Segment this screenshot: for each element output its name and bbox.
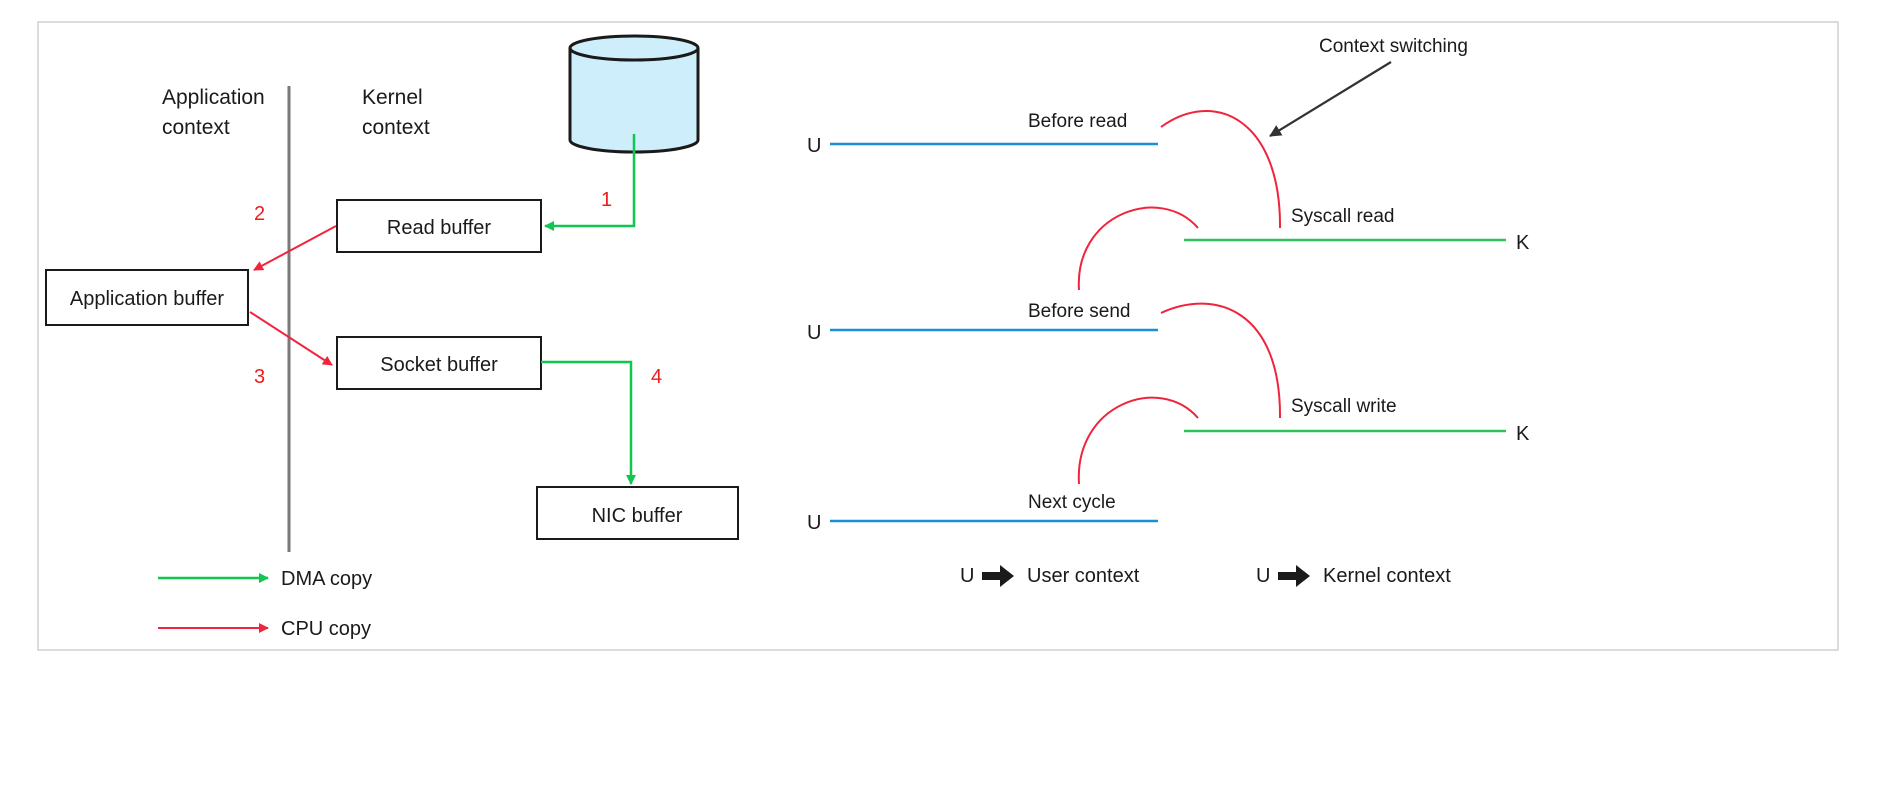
user-legend-label: User context — [1027, 565, 1140, 587]
kernel-legend-label: Kernel context — [1323, 565, 1451, 587]
step-number-2: 2 — [254, 203, 265, 225]
cpu-arrow-application-to-socket — [249, 311, 333, 366]
kernel-marker-1: K — [1516, 232, 1530, 254]
disk-cylinder-icon — [568, 34, 700, 154]
kernel-context-label-line2: context — [362, 116, 430, 139]
user-legend-arrow-icon — [982, 565, 1014, 587]
context-switching-panel: Context switching U Before read U Before… — [807, 36, 1530, 587]
context-switching-label: Context switching — [1319, 36, 1468, 57]
step-number-4: 4 — [651, 366, 662, 388]
dma-arrow-socket-to-nic — [541, 360, 636, 485]
diagram-border — [37, 21, 1839, 651]
nic-buffer-label: NIC buffer — [592, 505, 683, 527]
syscall-write-label: Syscall write — [1291, 396, 1397, 417]
socket-buffer-box: Socket buffer — [336, 336, 542, 390]
application-context-label-line1: Application — [162, 86, 265, 109]
next-cycle-label: Next cycle — [1028, 492, 1116, 513]
cpu-arrow-read-to-application — [253, 225, 337, 271]
before-read-label: Before read — [1028, 111, 1127, 132]
socket-buffer-label: Socket buffer — [380, 354, 498, 376]
user-marker-3: U — [807, 512, 821, 534]
before-send-label: Before send — [1028, 301, 1130, 322]
read-buffer-box: Read buffer — [336, 199, 542, 253]
nic-buffer-box: NIC buffer — [536, 486, 739, 540]
kernel-legend-arrow-icon — [1278, 565, 1310, 587]
step-number-3: 3 — [254, 366, 265, 388]
application-buffer-box: Application buffer — [45, 269, 249, 326]
read-buffer-label: Read buffer — [387, 217, 491, 239]
application-context-label-line2: context — [162, 116, 230, 139]
context-switching-pointer — [1269, 61, 1392, 137]
step-number-1: 1 — [601, 189, 612, 211]
application-buffer-label: Application buffer — [70, 288, 225, 310]
kernel-legend-prefix: U — [1256, 565, 1270, 587]
switch-arc-kernel-to-user-1 — [1077, 206, 1199, 291]
kernel-marker-2: K — [1516, 423, 1530, 445]
switch-arc-kernel-to-user-2 — [1077, 396, 1199, 485]
dma-legend-label: DMA copy — [281, 568, 372, 590]
syscall-read-label: Syscall read — [1291, 206, 1395, 227]
user-legend-prefix: U — [960, 565, 974, 587]
data-copy-panel: Application context Kernel context Read … — [45, 34, 739, 640]
cpu-legend-label: CPU copy — [281, 618, 371, 640]
switch-arc-send-to-kernel — [1160, 302, 1282, 419]
user-marker-1: U — [807, 135, 821, 157]
switch-arc-read-to-kernel — [1160, 110, 1282, 229]
user-marker-2: U — [807, 322, 821, 344]
kernel-context-label-line1: Kernel — [362, 86, 423, 109]
dma-arrow-disk-to-read — [544, 134, 636, 231]
